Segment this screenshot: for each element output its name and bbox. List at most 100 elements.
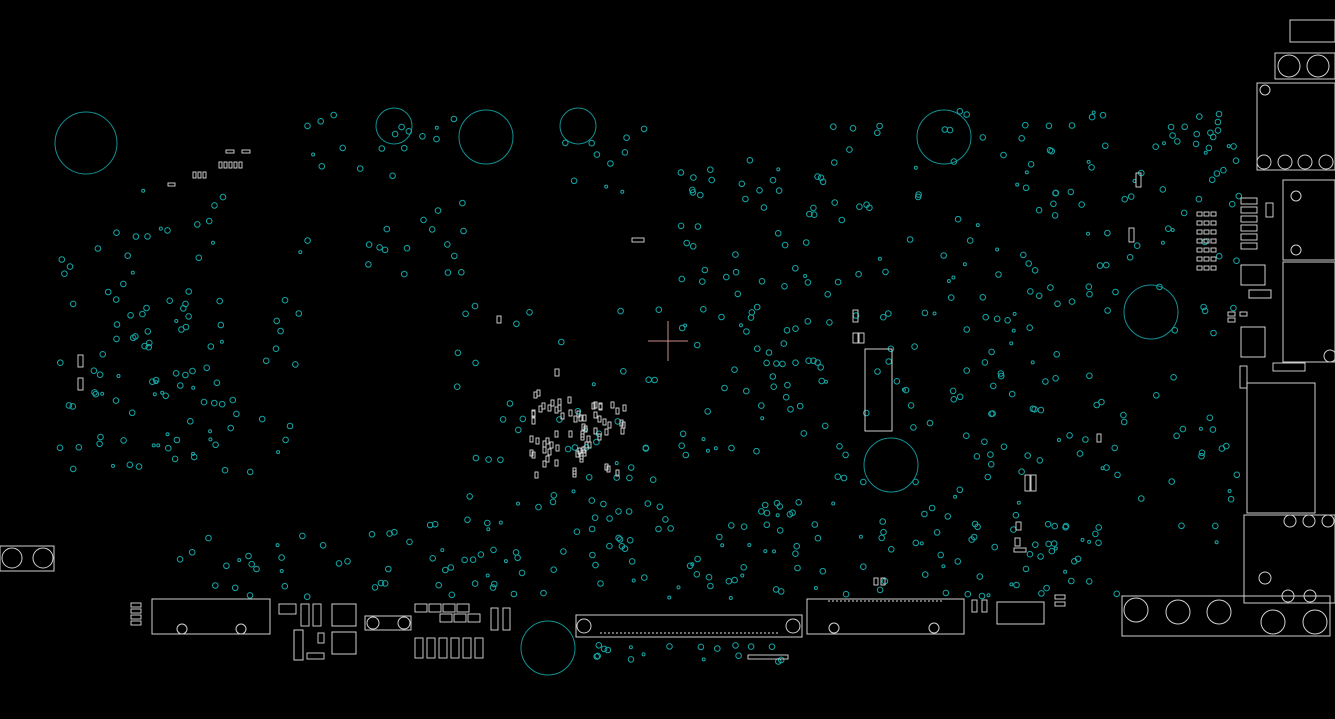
via <box>984 473 992 481</box>
via <box>484 519 491 527</box>
connector-vga[interactable] <box>1282 179 1335 363</box>
via <box>1000 443 1008 451</box>
smd-component <box>1210 229 1217 235</box>
via <box>769 176 777 184</box>
via <box>1214 118 1222 126</box>
via <box>1201 307 1209 315</box>
via <box>743 328 750 335</box>
via <box>701 266 709 274</box>
via <box>549 498 557 506</box>
connector-usb[interactable] <box>1256 82 1335 171</box>
via <box>1233 471 1241 479</box>
via <box>773 360 780 367</box>
via <box>1009 582 1014 587</box>
via <box>459 199 466 207</box>
via <box>1212 522 1219 530</box>
smd-component <box>1210 238 1217 244</box>
via <box>1120 411 1127 419</box>
via <box>604 646 612 654</box>
via <box>621 149 629 156</box>
mounting-hole <box>375 107 413 145</box>
via <box>1227 495 1235 503</box>
smd-component <box>615 407 620 415</box>
connector-right[interactable] <box>806 598 965 635</box>
via <box>694 223 702 230</box>
smd-component <box>581 423 586 431</box>
via <box>781 241 789 249</box>
via <box>1170 374 1177 381</box>
smd-component <box>1227 311 1236 317</box>
via <box>987 451 994 458</box>
via <box>882 268 889 276</box>
smd-component <box>1210 256 1217 262</box>
via <box>942 589 950 597</box>
via <box>655 306 663 314</box>
connector-bottom-right[interactable] <box>1121 595 1331 637</box>
smd-component <box>317 632 325 644</box>
connector-right-top[interactable] <box>1274 19 1335 80</box>
smd-component <box>604 428 609 436</box>
smd-component <box>593 401 598 409</box>
via <box>113 321 121 328</box>
via <box>1045 540 1052 548</box>
smd-component <box>554 430 559 438</box>
via <box>497 456 504 464</box>
connector-small[interactable] <box>996 601 1045 625</box>
via <box>614 461 619 466</box>
smd-component <box>615 469 620 477</box>
ic-sodimm-slot[interactable] <box>864 348 893 432</box>
smd-component <box>192 171 197 179</box>
via <box>951 275 956 280</box>
smd-component <box>439 613 453 623</box>
via <box>513 320 520 328</box>
via <box>614 418 622 425</box>
via <box>171 455 179 463</box>
smd-component <box>607 421 612 429</box>
via <box>1099 111 1107 119</box>
via <box>200 398 208 406</box>
via <box>588 497 596 504</box>
via <box>574 407 582 415</box>
via <box>1215 252 1223 260</box>
via <box>782 393 790 401</box>
via <box>156 443 161 448</box>
connector-rj45[interactable] <box>1243 382 1335 604</box>
connector-center[interactable] <box>575 614 803 638</box>
via <box>1214 127 1222 134</box>
via <box>1088 164 1095 171</box>
smd-component <box>1240 242 1258 250</box>
mounting-hole <box>458 109 514 165</box>
smd-component <box>1196 238 1203 244</box>
connector-left[interactable] <box>151 598 271 635</box>
via <box>442 566 449 574</box>
via <box>1173 432 1180 440</box>
via <box>405 128 413 135</box>
smd-component <box>1014 537 1021 547</box>
smd-component <box>573 415 578 423</box>
via <box>818 377 826 385</box>
smd-component <box>1030 474 1037 492</box>
ic-small-square[interactable] <box>1240 264 1272 358</box>
via <box>1032 541 1039 549</box>
switch-buttons[interactable] <box>293 603 412 661</box>
via <box>1048 547 1056 555</box>
via <box>1169 132 1176 139</box>
via <box>1000 151 1007 159</box>
smd-component <box>223 161 228 169</box>
via <box>1035 292 1043 300</box>
via <box>371 584 379 591</box>
via <box>792 550 799 558</box>
via <box>464 516 471 524</box>
via <box>383 225 391 233</box>
via <box>391 130 399 138</box>
via <box>185 313 192 320</box>
smd-component <box>597 415 602 423</box>
via <box>211 399 218 407</box>
via <box>885 358 893 365</box>
via <box>1174 138 1181 145</box>
connector-left-edge[interactable] <box>0 545 55 572</box>
via <box>1195 195 1203 203</box>
via <box>1138 495 1145 502</box>
via <box>753 303 761 311</box>
